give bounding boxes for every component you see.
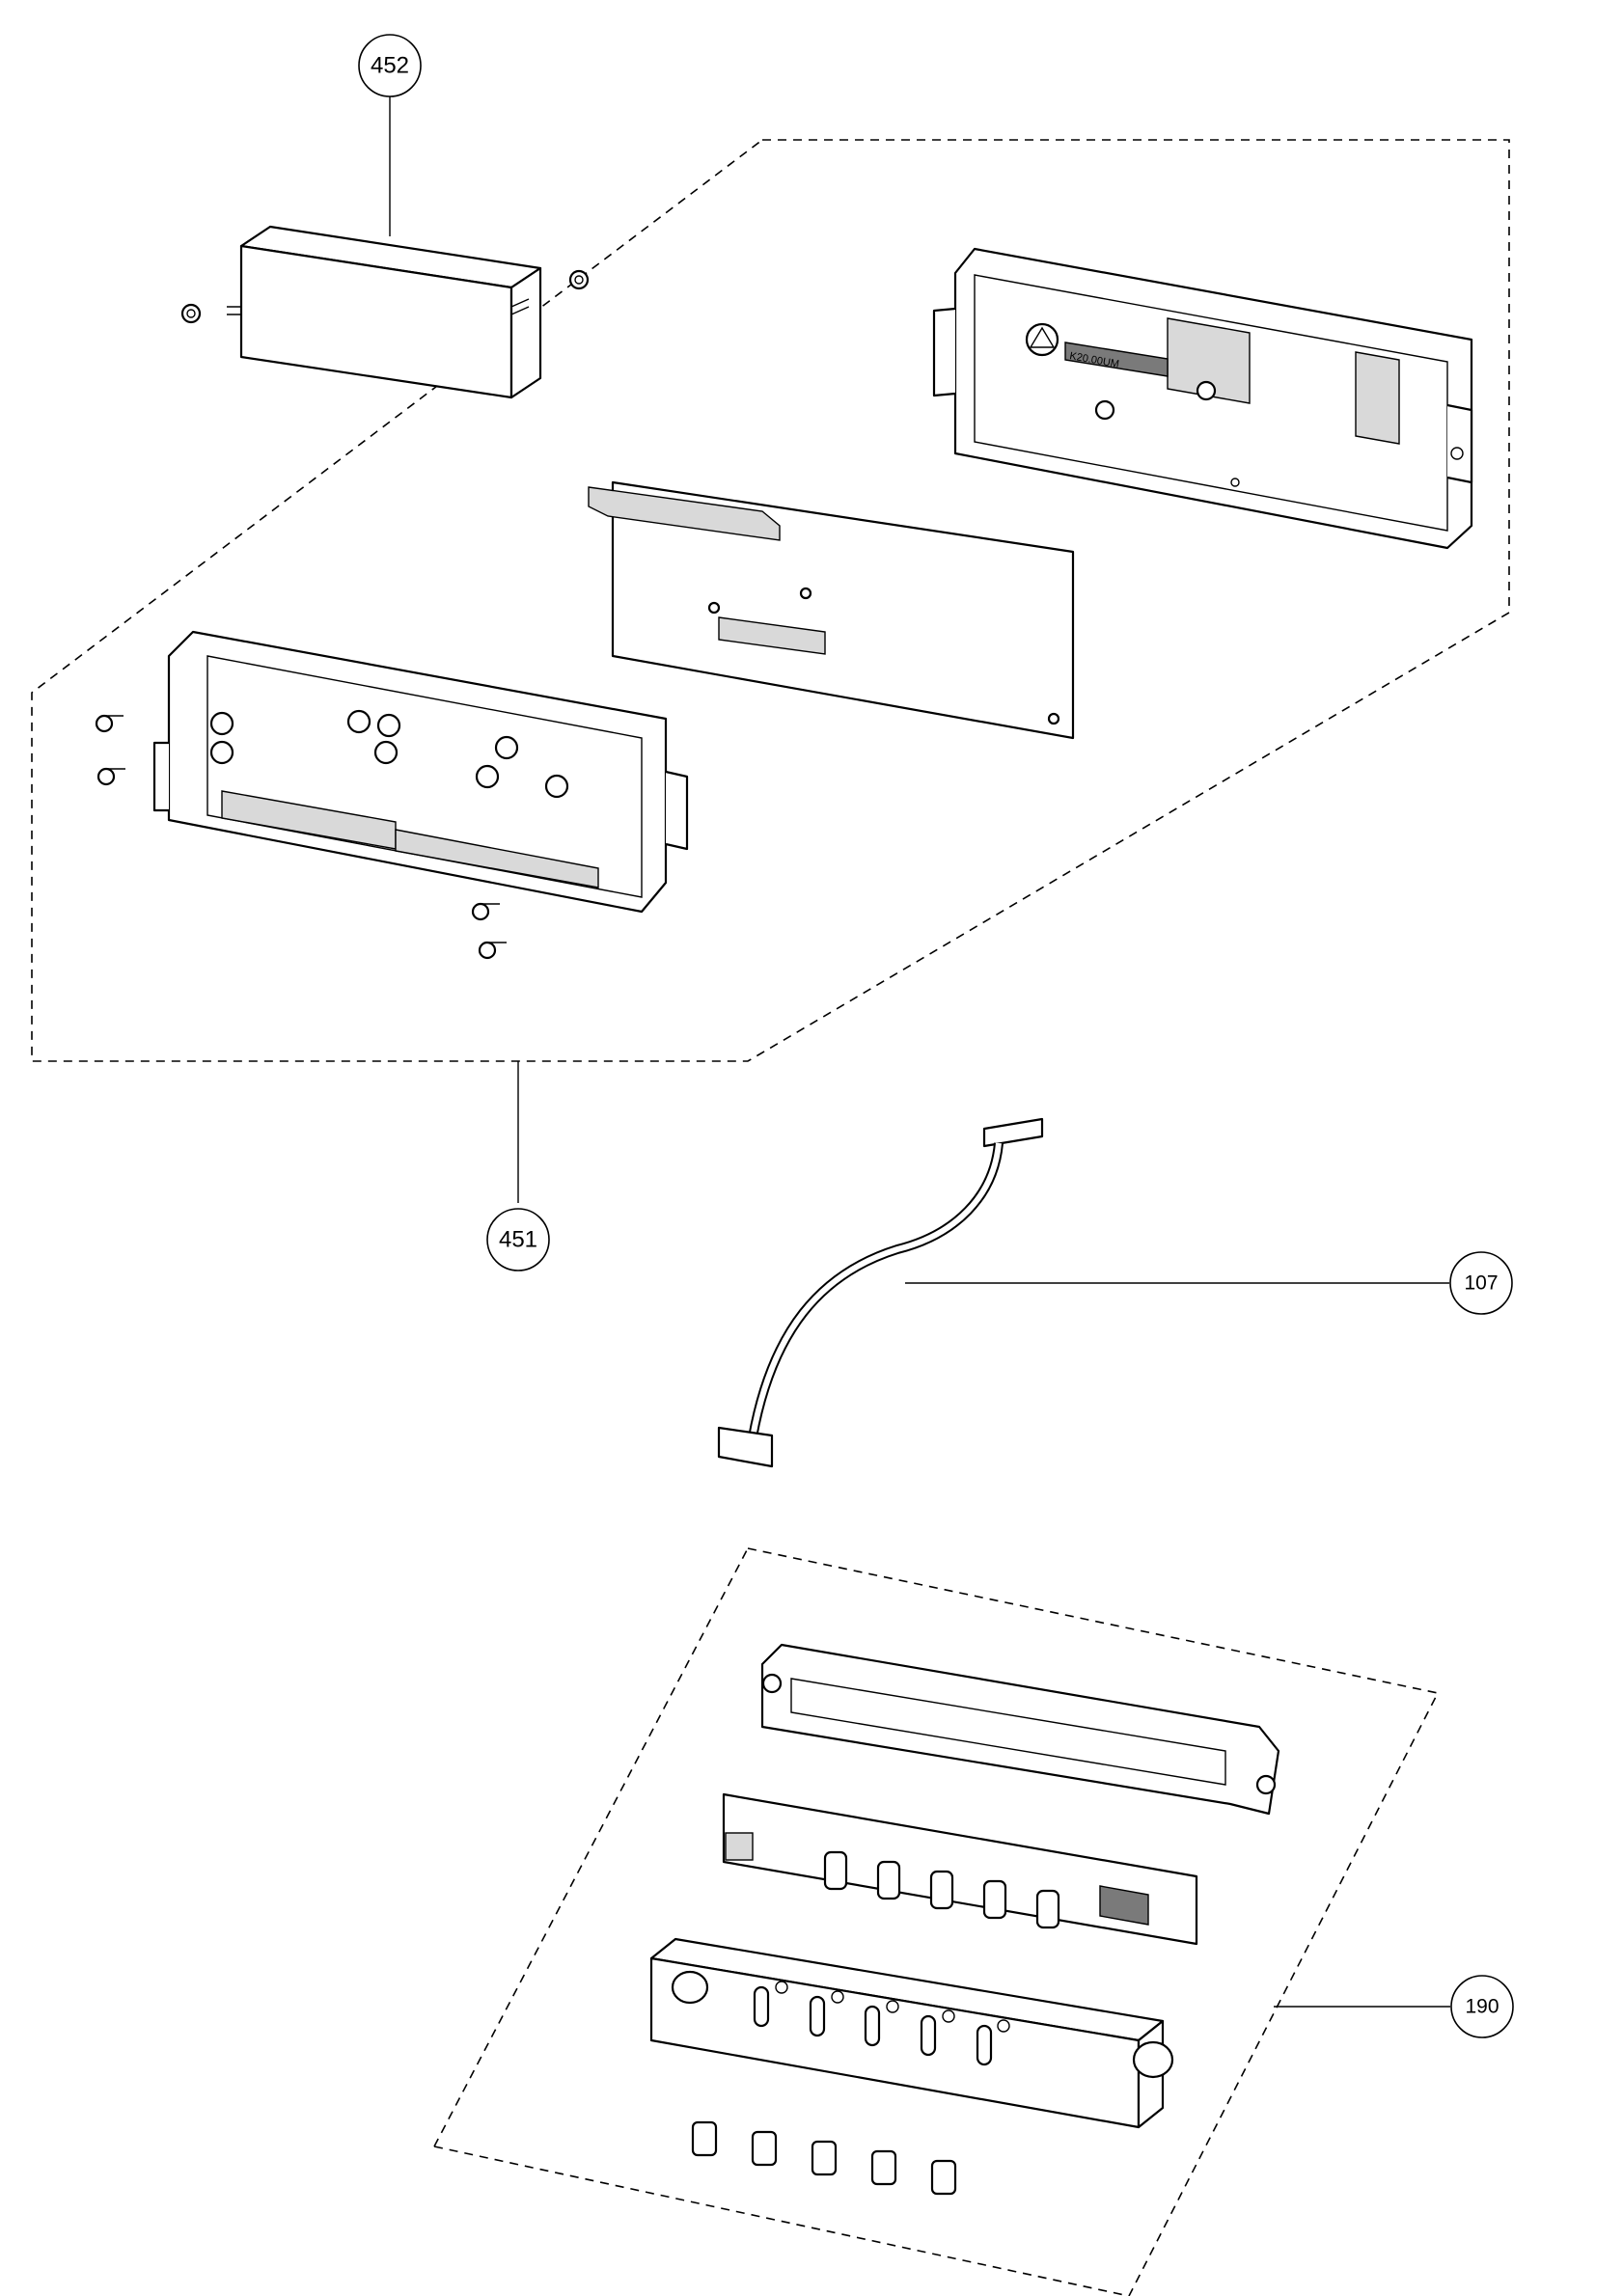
screw-452-right xyxy=(568,269,590,290)
screw-451-b xyxy=(96,767,125,786)
callout-452-label: 452 xyxy=(371,53,409,79)
callout-451-label: 451 xyxy=(499,1227,537,1253)
push-button-1 xyxy=(691,2120,718,2157)
push-button-3 xyxy=(811,2140,838,2176)
screw-451-a xyxy=(95,714,124,733)
callout-451: 451 xyxy=(486,1208,550,1271)
control-pcb xyxy=(588,480,1075,740)
display-frame xyxy=(760,1643,1280,1816)
group-190-boundary xyxy=(433,1547,1440,2296)
callout-107-label: 107 xyxy=(1464,1272,1498,1295)
screw-452-left xyxy=(180,303,202,324)
callout-107: 107 xyxy=(1449,1251,1513,1315)
front-housing xyxy=(152,630,689,914)
rear-housing: K20.00UM xyxy=(932,247,1473,550)
push-button-4 xyxy=(870,2149,897,2186)
callout-190-label: 190 xyxy=(1465,1996,1499,2018)
part-107-cable xyxy=(717,1117,1044,1468)
display-pcb xyxy=(722,1792,1198,1946)
group-451-boundary xyxy=(31,139,1510,1062)
screw-451-c xyxy=(471,902,500,921)
part-452-filter-box xyxy=(227,225,542,399)
front-panel-bezel xyxy=(649,1937,1174,2129)
callout-452: 452 xyxy=(358,34,422,97)
callout-190: 190 xyxy=(1450,1975,1514,2038)
push-button-5 xyxy=(930,2159,957,2196)
screw-451-d xyxy=(478,941,507,960)
push-button-2 xyxy=(751,2130,778,2167)
